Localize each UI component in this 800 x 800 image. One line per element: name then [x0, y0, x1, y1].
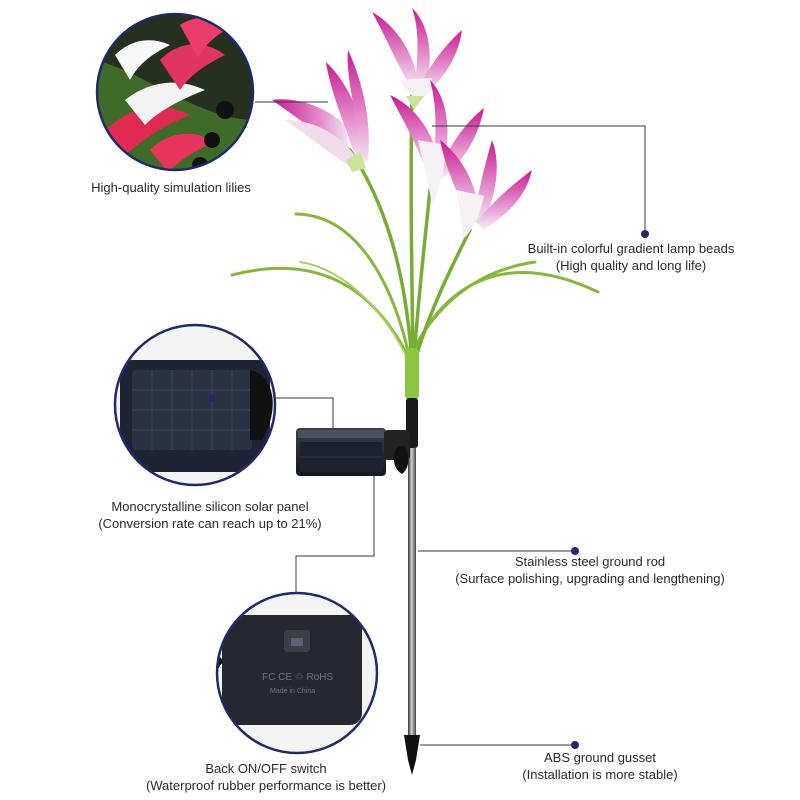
label-solar-panel-title: Monocrystalline silicon solar panel: [111, 499, 309, 514]
dot-solar-panel: [208, 394, 216, 402]
leader-solar-panel: [275, 397, 334, 428]
solar-panel-closeup: [113, 323, 277, 487]
label-switch: Back ON/OFF switch (Waterproof rubber pe…: [128, 760, 404, 794]
dot-lamp-beads: [641, 230, 649, 238]
label-gusset-note: (Installation is more stable): [522, 767, 678, 782]
label-ground-rod: Stainless steel ground rod (Surface poli…: [440, 553, 740, 587]
leader-lines: [255, 101, 646, 746]
dot-ground-rod: [571, 547, 579, 555]
stem-collar: [405, 348, 419, 400]
label-lamp-beads-note: (High quality and long life): [555, 258, 707, 273]
leader-dots: [208, 230, 649, 749]
lilies-closeup: [95, 12, 255, 172]
lily-flower-top: [372, 8, 462, 110]
label-switch-title: Back ON/OFF switch: [205, 761, 327, 776]
lily-flower-right: [440, 140, 532, 240]
label-ground-rod-note: (Surface polishing, upgrading and length…: [455, 571, 725, 586]
switch-markings: FC CE ♲ RoHS: [262, 672, 334, 683]
label-solar-panel: Monocrystalline silicon solar panel (Con…: [70, 498, 350, 532]
label-lamp-beads: Built-in colorful gradient lamp beads (H…: [500, 240, 762, 274]
switch-made-in: Made in China: [270, 688, 315, 695]
label-solar-panel-note: (Conversion rate can reach up to 21%): [98, 516, 322, 531]
label-switch-note: (Waterproof rubber performance is better…: [145, 778, 387, 793]
lily-flower-left: [272, 50, 369, 172]
label-lamp-beads-title: Built-in colorful gradient lamp beads: [527, 241, 735, 256]
switch-closeup: FC CE ♲ RoHS Made in China: [215, 591, 379, 755]
leader-switch: [295, 476, 375, 593]
solar-panel-main: [296, 428, 410, 476]
label-ground-rod-title: Stainless steel ground rod: [514, 554, 666, 569]
label-lilies: High-quality simulation lilies: [60, 179, 282, 196]
label-lilies-title: High-quality simulation lilies: [91, 180, 251, 195]
leader-lamp-beads: [432, 125, 646, 232]
label-gusset: ABS ground gusset (Installation is more …: [480, 749, 720, 783]
label-gusset-title: ABS ground gusset: [543, 750, 657, 765]
dot-gusset: [571, 741, 579, 749]
